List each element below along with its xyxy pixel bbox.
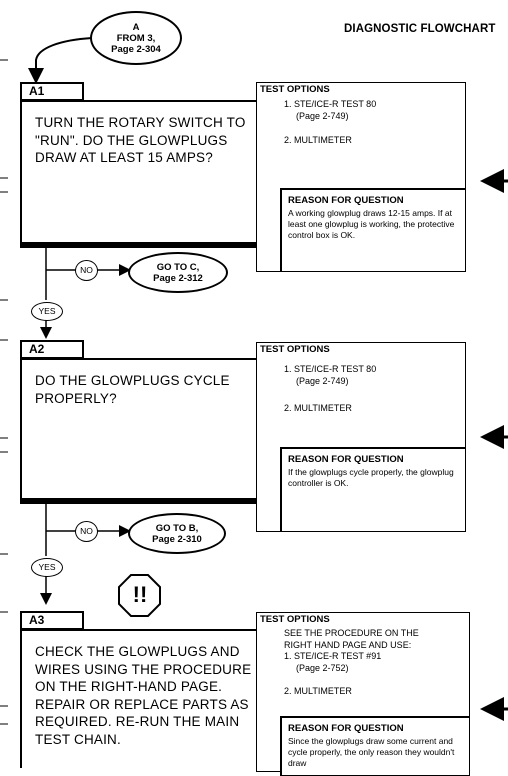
test-options-list-a1: 1. STE/ICE-R TEST 80 (Page 2-749) 2. MUL…: [284, 99, 376, 147]
entry-line2: Page 2-304: [111, 43, 161, 55]
question-box-a2[interactable]: DO THE GLOWPLUGS CYCLE PROPERLY?: [20, 358, 276, 504]
no-oval-a1[interactable]: NO: [75, 260, 98, 281]
goto-line1-a1: GO TO C,: [156, 261, 200, 273]
reason-box-a3: REASON FOR QUESTION Since the glowplugs …: [280, 716, 470, 776]
test-options-list-a3: SEE THE PROCEDURE ON THE RIGHT HAND PAGE…: [284, 628, 419, 698]
entry-connector: [28, 37, 93, 84]
test-option-item: 1. STE/ICE-R TEST 80: [284, 364, 377, 374]
goto-line2-a2: Page 2-310: [152, 533, 202, 545]
reason-box-a1: REASON FOR QUESTION A working glowplug d…: [280, 188, 466, 272]
reason-text-a3: Since the glowplugs draw some current an…: [288, 736, 455, 768]
test-option-item: 1. STE/ICE-R TEST 80: [284, 99, 377, 109]
test-option-item: (Page 2-752): [296, 662, 349, 673]
page-title: DIAGNOSTIC FLOWCHART: [344, 23, 496, 35]
yes-oval-a1[interactable]: YES: [31, 302, 63, 321]
reason-text-a2: If the glowplugs cycle properly, the glo…: [288, 467, 454, 488]
test-option-item: 2. MULTIMETER: [284, 135, 352, 145]
entry-label: A: [132, 21, 140, 33]
test-option-item: RIGHT HAND PAGE AND USE:: [284, 639, 412, 650]
step-tag-a2: A2: [20, 340, 84, 359]
goto-oval-a1[interactable]: GO TO C, Page 2-312: [128, 252, 228, 293]
reason-title-a2: REASON FOR QUESTION: [288, 454, 404, 465]
step-tag-a1: A1: [20, 82, 84, 101]
question-box-a3[interactable]: CHECK THE GLOWPLUGS AND WIRES USING THE …: [20, 629, 276, 768]
entry-oval[interactable]: A FROM 3, Page 2-304: [90, 11, 182, 65]
entry-line1: FROM 3,: [116, 32, 156, 44]
no-oval-a2[interactable]: NO: [75, 521, 98, 542]
yes-oval-a2[interactable]: YES: [31, 558, 63, 577]
question-text-a2: DO THE GLOWPLUGS CYCLE PROPERLY?: [35, 373, 230, 406]
test-options-title-a1: TEST OPTIONS: [260, 84, 330, 95]
test-options-title-a2: TEST OPTIONS: [260, 344, 330, 355]
question-text-a3: CHECK THE GLOWPLUGS AND WIRES USING THE …: [35, 644, 252, 747]
reason-text-a1: A working glowplug draws 12-15 amps. If …: [288, 208, 455, 240]
reason-title-a3: REASON FOR QUESTION: [288, 723, 404, 734]
left-margin-ticks: [0, 59, 8, 725]
test-option-item: (Page 2-749): [296, 375, 349, 386]
test-option-item: (Page 2-749): [296, 110, 349, 121]
step-tag-a3: A3: [20, 611, 84, 630]
question-box-a1[interactable]: TURN THE ROTARY SWITCH TO "RUN". DO THE …: [20, 100, 276, 248]
question-text-a1: TURN THE ROTARY SWITCH TO "RUN". DO THE …: [35, 115, 246, 165]
test-option-item: SEE THE PROCEDURE ON THE: [284, 628, 419, 638]
test-option-item: 2. MULTIMETER: [284, 686, 352, 696]
reason-title-a1: REASON FOR QUESTION: [288, 195, 404, 206]
test-options-title-a3: TEST OPTIONS: [260, 614, 330, 625]
goto-oval-a2[interactable]: GO TO B, Page 2-310: [128, 513, 226, 554]
goto-line1-a2: GO TO B,: [155, 522, 199, 534]
reason-box-a2: REASON FOR QUESTION If the glowplugs cyc…: [280, 447, 466, 532]
test-option-item: 1. STE/ICE-R TEST #91: [284, 651, 382, 661]
goto-line2-a1: Page 2-312: [153, 272, 203, 284]
test-option-item: 2. MULTIMETER: [284, 403, 352, 413]
caution-symbol: !!: [132, 582, 148, 607]
caution-octagon-icon: [118, 574, 161, 617]
test-options-list-a2: 1. STE/ICE-R TEST 80 (Page 2-749) 2. MUL…: [284, 364, 376, 415]
